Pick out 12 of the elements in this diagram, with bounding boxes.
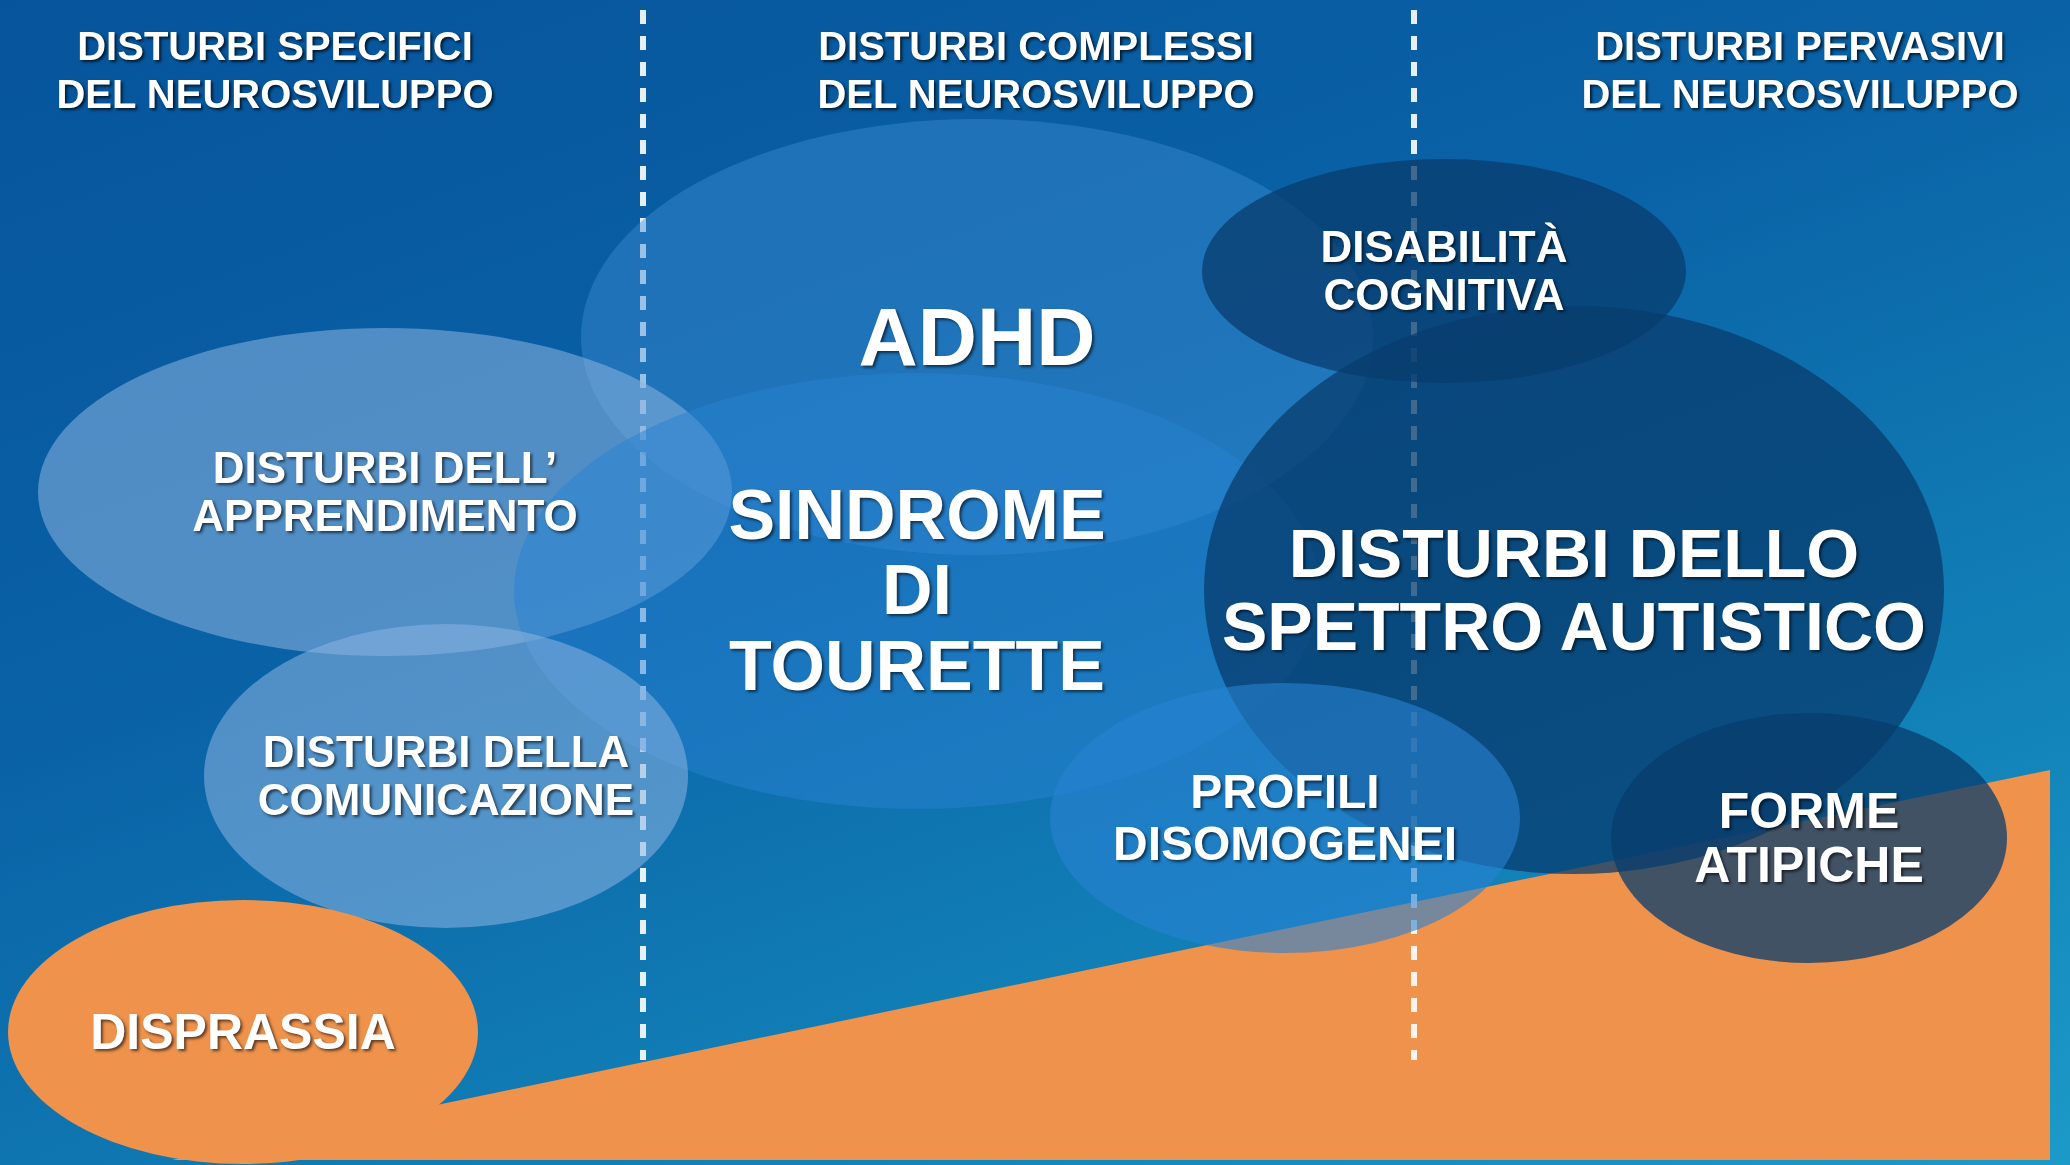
ellipse-label: SINDROME DI TOURETTE <box>727 477 1107 705</box>
ellipse-label: PROFILI DISOMOGENEI <box>1111 766 1458 870</box>
ellipse-label: DISABILITÀ COGNITIVA <box>1319 223 1569 319</box>
ellipse-label: DISPRASSIA <box>89 1005 397 1059</box>
column-heading: DISTURBI SPECIFICI DEL NEUROSVILUPPO <box>55 23 495 118</box>
ellipse-label: FORME ATIPICHE <box>1693 784 1925 892</box>
column-heading: DISTURBI COMPLESSI DEL NEUROSVILUPPO <box>816 23 1256 118</box>
ellipse-label: DISTURBI DELL’ APPRENDIMENTO <box>191 444 579 540</box>
ellipse-label: DISTURBI DELLO SPETTRO AUTISTICO <box>1221 516 1927 664</box>
ellipse-label: DISTURBI DELLA COMUNICAZIONE <box>256 728 636 824</box>
column-heading: DISTURBI PERVASIVI DEL NEUROSVILUPPO <box>1580 23 2020 118</box>
ellipse-label: ADHD <box>857 292 1097 382</box>
